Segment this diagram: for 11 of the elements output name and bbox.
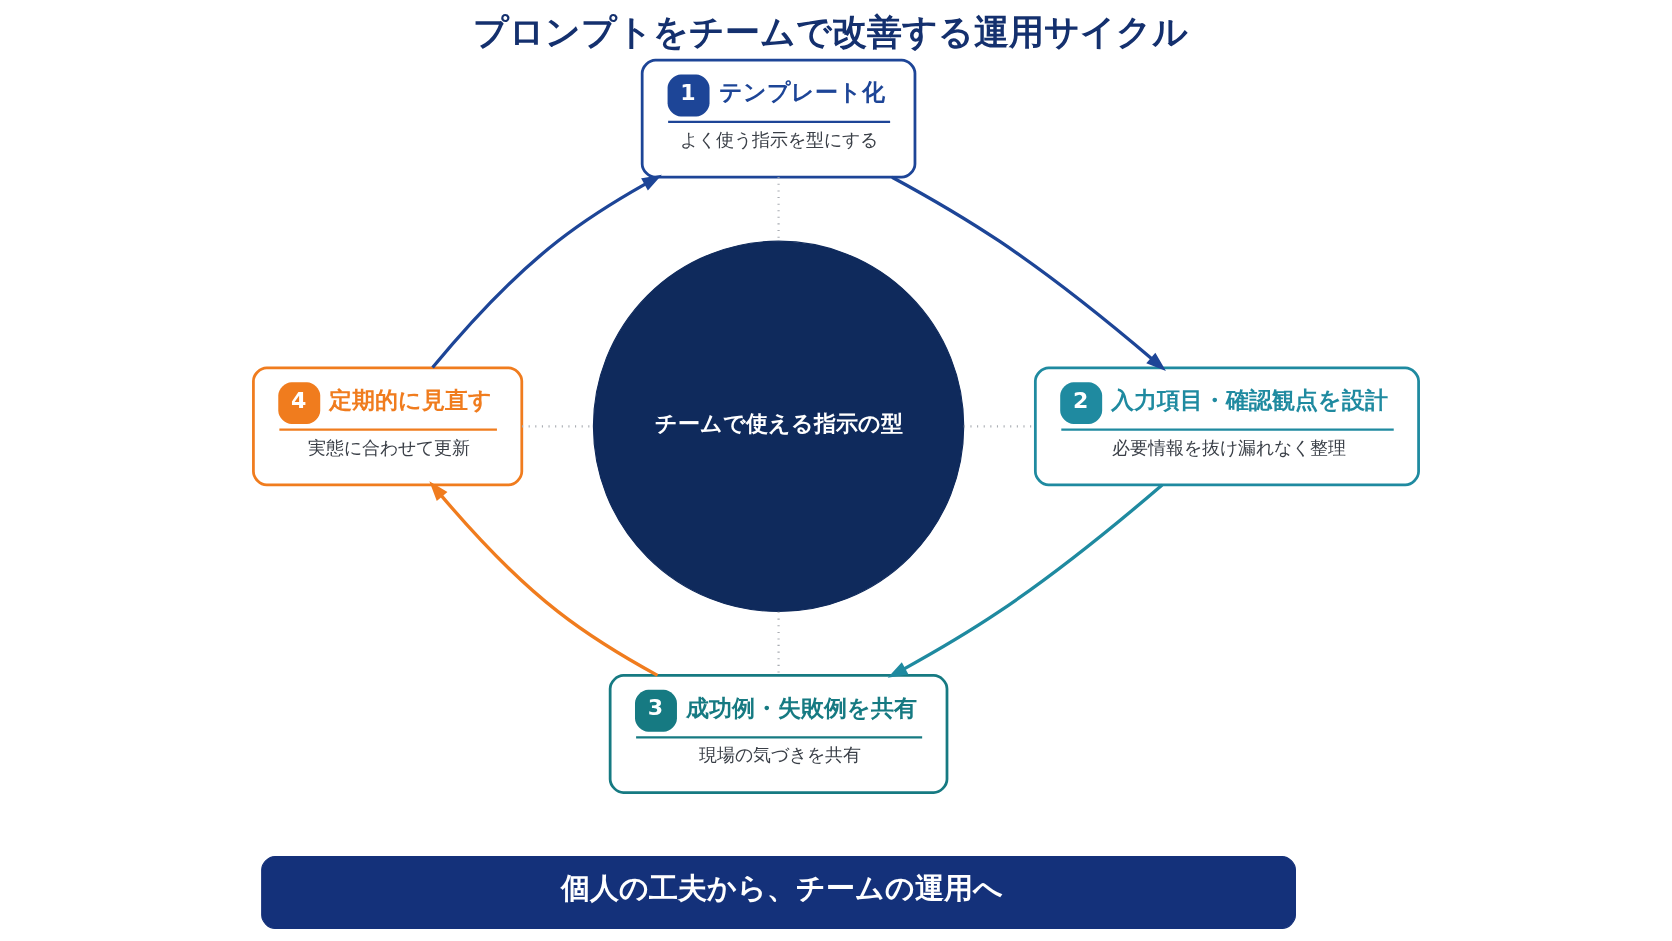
node-box: 個人の工夫から、チームの運用へ xyxy=(261,856,1296,929)
arrow xyxy=(429,481,659,677)
node-box: 4 定期的に見直す 実態に合わせて更新 xyxy=(252,366,524,487)
arrow xyxy=(887,483,1164,678)
arrow xyxy=(891,175,1166,371)
diagram-title: プロンプトをチームで改善する運用サイクル xyxy=(473,11,1189,53)
node-circle: チームで使える指示の型 xyxy=(592,240,965,613)
node-box: 2 入力項目・確認観点を設計 必要情報を抜け漏れなく整理 xyxy=(1033,366,1420,487)
node-box: 3 成功例・失敗例を共有 現場の気づきを共有 xyxy=(608,674,949,794)
arrow xyxy=(431,174,662,369)
node-box: 1 テンプレート化 よく使う指示を型にする xyxy=(640,58,917,179)
